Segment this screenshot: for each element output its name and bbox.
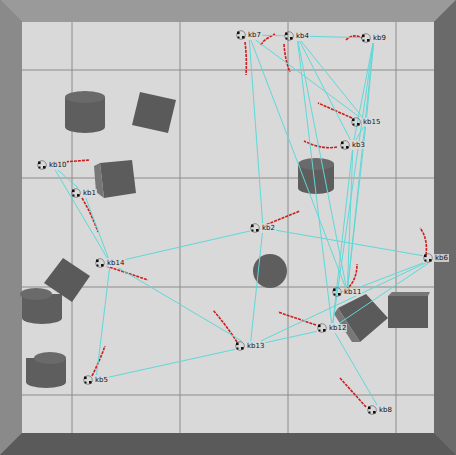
graph-edge	[333, 150, 353, 323]
robot-icon	[83, 375, 93, 385]
node-label: kb4	[295, 32, 310, 40]
graph-edge	[251, 40, 345, 287]
graph-edge	[310, 36, 361, 37]
node-label: kb8	[378, 406, 393, 414]
graph-edge	[97, 268, 110, 375]
node-label: kb12	[328, 324, 347, 332]
keyframe-node: kb2	[250, 223, 276, 233]
graph-edge	[125, 231, 250, 260]
keyframe-node: kb12	[317, 323, 347, 333]
graph-edge	[335, 333, 377, 405]
robot-icon	[317, 323, 327, 333]
graph-edge	[265, 331, 317, 342]
graph-edge	[298, 41, 346, 287]
graph-edge	[348, 43, 374, 287]
robot-icon	[332, 287, 342, 297]
robot-icon	[340, 140, 350, 150]
node-label: kb6	[434, 254, 449, 262]
trajectories	[50, 34, 426, 407]
keyframe-node: kb8	[367, 405, 393, 415]
robot-icon	[236, 30, 246, 40]
graph-edge	[348, 127, 366, 287]
robot-icon	[235, 341, 245, 351]
node-label: kb15	[362, 118, 381, 126]
node-label: kb1	[82, 189, 97, 197]
robot-icon	[37, 160, 47, 170]
graph-edge	[340, 263, 429, 323]
graph-edge	[119, 268, 242, 341]
robot-icon	[361, 33, 371, 43]
robot-icon	[284, 31, 294, 41]
graph-edge	[249, 40, 262, 223]
keyframe-node: kb13	[235, 341, 265, 351]
keyframe-node: kb3	[340, 140, 366, 150]
keyframe-node: kb11	[332, 287, 362, 297]
robot-icon	[367, 405, 377, 415]
keyframe-node: kb4	[284, 31, 310, 41]
node-label: kb11	[343, 288, 362, 296]
robot-icon	[423, 253, 433, 263]
robot-icon	[250, 223, 260, 233]
node-label: kb13	[246, 342, 265, 350]
keyframe-node: kb9	[361, 33, 387, 43]
keyframe-node: kb6	[423, 253, 449, 263]
graph-edge	[360, 263, 423, 287]
graph-edge	[55, 170, 107, 258]
node-label: kb9	[372, 34, 387, 42]
node-label: kb5	[94, 376, 109, 384]
graph-edge	[276, 230, 423, 255]
graph-edge	[261, 263, 426, 341]
keyframe-node: kb7	[236, 30, 262, 40]
robot-icon	[351, 117, 361, 127]
node-label: kb7	[247, 31, 262, 39]
graph-edge	[333, 43, 373, 323]
keyframe-node: kb14	[95, 258, 125, 268]
graph-edge	[298, 41, 332, 323]
node-label: kb2	[261, 224, 276, 232]
node-label: kb10	[48, 161, 67, 169]
graph-edge	[251, 233, 263, 341]
graph-edge	[86, 198, 108, 258]
robot-icon	[71, 188, 81, 198]
keyframe-node: kb5	[83, 375, 109, 385]
keyframe-node: kb1	[71, 188, 97, 198]
keyframe-node: kb15	[351, 117, 381, 127]
node-label: kb3	[351, 141, 366, 149]
graph-edge	[256, 40, 360, 117]
keyframe-node: kb10	[37, 160, 67, 170]
boxes	[44, 92, 430, 342]
robot-icon	[95, 258, 105, 268]
graph-edge	[262, 35, 284, 36]
node-label: kb14	[106, 259, 125, 267]
graph-edge	[109, 349, 235, 377]
